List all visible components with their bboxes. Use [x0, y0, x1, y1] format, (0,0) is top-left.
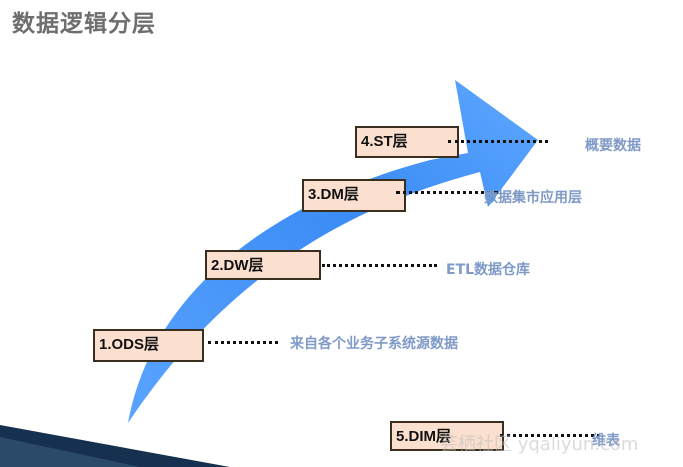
layer-box-st: 4.ST层 — [355, 126, 459, 158]
layer-desc-ods: 来自各个业务子系统源数据 — [290, 336, 458, 352]
layer-desc-dw: ETL数据仓库 — [446, 262, 531, 278]
connector-dots-dw — [322, 264, 437, 267]
layer-box-ods: 1.ODS层 — [93, 329, 204, 362]
connector-dots-dim — [500, 434, 600, 437]
layer-label-st: 4.ST层 — [361, 133, 408, 150]
layer-label-dim: 5.DIM层 — [396, 428, 452, 445]
watermark: 芸栖社区 yqaliyun.com — [440, 434, 639, 455]
page-title: 数据逻辑分层 — [12, 11, 156, 37]
layer-desc-st: 概要数据 — [585, 138, 641, 154]
layer-label-ods: 1.ODS层 — [99, 336, 160, 353]
layer-label-dw: 2.DW层 — [211, 257, 264, 274]
layer-box-dim: 5.DIM层 — [390, 421, 504, 451]
growth-arrow — [128, 80, 538, 423]
layer-label-dm: 3.DM层 — [308, 186, 359, 203]
connector-dots-st — [448, 140, 548, 143]
connector-dots-ods — [208, 341, 278, 344]
floor-shadow-highlight — [0, 437, 140, 467]
connector-dots-dm — [396, 191, 498, 194]
layer-desc-dim: 维表 — [592, 433, 620, 449]
layer-box-dw: 2.DW层 — [205, 250, 321, 280]
layer-desc-dm: 数据集市应用层 — [484, 190, 582, 206]
layer-box-dm: 3.DM层 — [302, 179, 406, 212]
